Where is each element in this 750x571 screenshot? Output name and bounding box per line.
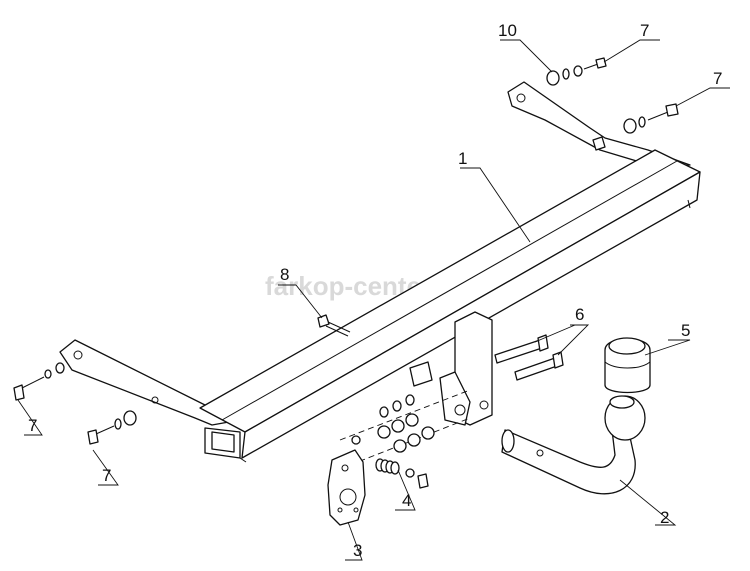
callout-7-right-top: 7 xyxy=(640,21,649,40)
callout-7-left-top: 7 xyxy=(28,416,37,435)
left-hardware xyxy=(13,362,137,445)
callout-3: 3 xyxy=(353,541,362,560)
callout-4: 4 xyxy=(402,491,411,510)
bolt-4-assembly xyxy=(375,458,429,489)
callout-5: 5 xyxy=(681,321,690,340)
ball-cap-5 xyxy=(604,337,651,394)
socket-plate-3 xyxy=(327,449,366,526)
bolt-8 xyxy=(317,314,351,337)
callout-7-left-bottom: 7 xyxy=(102,466,111,485)
tow-ball-arm-2 xyxy=(501,395,646,495)
right-top-hardware xyxy=(546,57,679,134)
callout-1: 1 xyxy=(458,149,467,168)
mounting-plate xyxy=(409,311,493,426)
callout-7-right: 7 xyxy=(713,69,722,88)
callout-2: 2 xyxy=(660,508,669,527)
callout-6: 6 xyxy=(575,305,584,324)
callout-10: 10 xyxy=(498,21,517,40)
bolts-6 xyxy=(494,334,564,381)
nuts-washers xyxy=(339,389,471,466)
callout-8: 8 xyxy=(280,265,289,284)
leader-lines xyxy=(17,39,730,561)
